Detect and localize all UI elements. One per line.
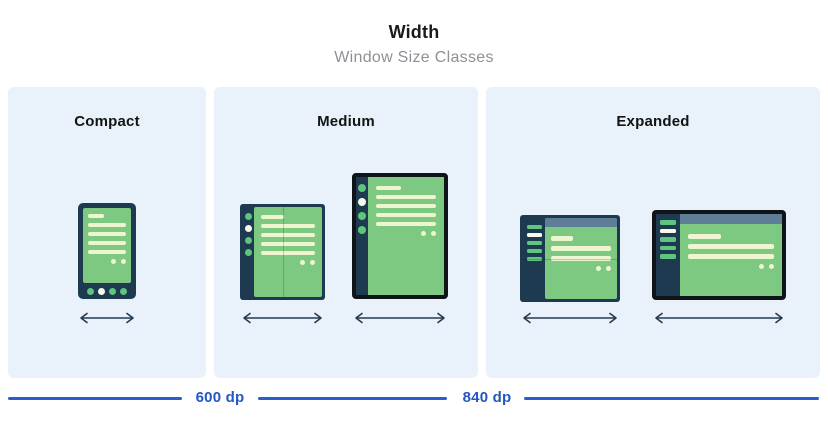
top-app-bar	[545, 218, 617, 227]
foldable-portrait-icon	[240, 204, 325, 300]
diagram-subtitle: Window Size Classes	[334, 49, 494, 66]
width-arrow-icon	[243, 312, 322, 324]
action-dots	[688, 264, 774, 269]
top-app-bar	[680, 214, 782, 224]
width-arrow-icon	[523, 312, 617, 324]
foldable-screen	[545, 218, 617, 299]
width-arrow-icon	[80, 312, 134, 324]
tablet-landscape-icon	[652, 210, 786, 300]
tablet-screen	[368, 177, 444, 295]
scale-line-segment	[258, 397, 447, 400]
fold-crease	[282, 207, 284, 297]
panel-compact: Compact	[8, 87, 206, 378]
foldable-landscape-icon	[520, 215, 620, 302]
action-dots	[261, 260, 315, 265]
foldable-screen	[254, 207, 322, 297]
diagram-title: Width	[388, 22, 440, 42]
width-arrow-icon	[655, 312, 783, 324]
breakpoint-840dp: 840 dp	[462, 389, 512, 406]
sidebar	[656, 214, 680, 296]
tablet-portrait-icon	[352, 173, 448, 299]
nav-rail	[243, 207, 254, 297]
nav-rail	[356, 177, 368, 295]
panel-compact-label: Compact	[74, 113, 140, 130]
phone-screen	[83, 208, 131, 283]
tablet-screen	[680, 214, 782, 296]
breakpoint-600dp: 600 dp	[195, 389, 245, 406]
phone-portrait-icon	[78, 203, 136, 299]
fold-crease	[523, 258, 617, 260]
diagram-header: Width Window Size Classes	[0, 0, 828, 67]
panel-medium-label: Medium	[317, 113, 375, 130]
panel-expanded: Expanded	[486, 87, 820, 378]
panel-medium: Medium	[214, 87, 478, 378]
scale-line-segment	[524, 397, 819, 400]
panel-expanded-label: Expanded	[616, 113, 690, 130]
action-dots	[88, 259, 126, 264]
sidebar	[523, 218, 545, 299]
action-dots	[551, 266, 611, 271]
phone-nav-dots	[78, 288, 136, 295]
scale-line-segment	[8, 397, 182, 400]
width-arrow-icon	[355, 312, 445, 324]
action-dots	[376, 231, 436, 236]
